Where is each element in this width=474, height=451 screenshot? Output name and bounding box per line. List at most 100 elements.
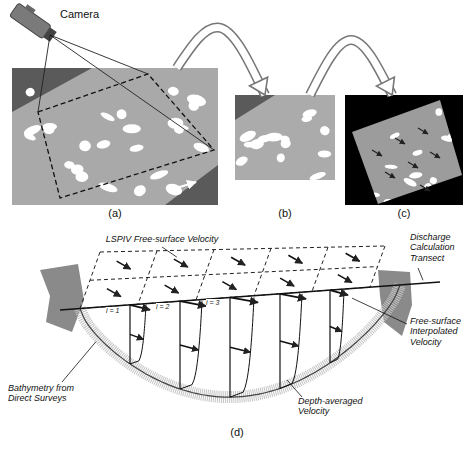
tracer-blob — [22, 123, 42, 138]
graphic-part — [370, 246, 385, 287]
figure-panel: (b) — [235, 95, 335, 180]
orthorectified-image — [345, 95, 463, 208]
graphic-part — [230, 347, 250, 352]
callout-label: Depth-averaged Velocity — [298, 396, 378, 417]
tracer-blob — [265, 132, 283, 141]
graphic-part — [418, 128, 428, 134]
tracer-blob — [99, 111, 115, 123]
tracer-blob — [368, 192, 380, 197]
graphic-part — [130, 334, 144, 339]
graphic-part — [420, 185, 430, 191]
graphic-part — [80, 252, 100, 309]
process-arrow — [310, 40, 394, 95]
graphic-part — [346, 253, 360, 261]
graphic-part — [40, 264, 84, 332]
graphic-part — [43, 27, 56, 41]
graphic-part — [165, 165, 218, 205]
graphic-part — [80, 285, 400, 397]
graphic-part — [50, 35, 148, 74]
tracer-blob — [149, 168, 170, 181]
graphic-part — [100, 246, 385, 252]
panel-letter: (c) — [345, 207, 463, 220]
graphic-part — [180, 301, 202, 389]
tracer-blob — [301, 115, 313, 123]
tracer-blob — [43, 125, 54, 134]
graphic-part — [230, 297, 258, 302]
graphic-part — [338, 275, 352, 283]
tracer-blob — [309, 170, 327, 180]
tracer-blob — [188, 99, 200, 112]
tracer-blob — [97, 181, 118, 195]
tracer-blob — [25, 87, 36, 97]
graphic-part — [312, 247, 328, 291]
tracer-blobs — [235, 108, 331, 180]
tracer-blob — [429, 176, 438, 185]
device-label: Camera — [60, 8, 120, 21]
figure-panel: (d) — [30, 235, 444, 420]
graphic-part — [235, 95, 335, 180]
graphic-part — [385, 172, 395, 178]
tracer-blob — [409, 171, 423, 179]
callout-label: Bathymetry from Direct Surveys — [8, 383, 88, 404]
graphic-part — [170, 182, 196, 190]
graphic-part — [165, 285, 179, 293]
graphic-part — [138, 251, 157, 304]
camera-photo — [12, 68, 218, 205]
tracer-blob — [115, 108, 128, 121]
panel-letter: (a) — [12, 207, 218, 220]
graphic-part — [80, 285, 400, 397]
index-label: i = 3 — [206, 299, 228, 307]
graphic-part — [174, 259, 188, 267]
graphic-part — [80, 246, 385, 309]
graphic-part — [90, 267, 378, 281]
tracer-blob — [412, 149, 423, 157]
graphic-part — [196, 250, 214, 300]
graphic-part — [9, 3, 51, 39]
graphic-part — [430, 152, 440, 158]
graphic-part — [162, 247, 177, 257]
tracer-blob — [192, 141, 210, 155]
graphic-part — [38, 74, 214, 198]
tracer-blob — [167, 86, 180, 97]
tracer-blob — [276, 152, 286, 163]
tracer-blob — [402, 176, 417, 188]
figure-panel: (a) — [12, 68, 218, 205]
tracer-blob — [384, 164, 397, 169]
graphic-part — [62, 342, 96, 382]
graphic-part — [352, 100, 462, 204]
graphic-part — [288, 255, 302, 263]
graphic-part — [287, 380, 302, 397]
graphic-part — [280, 278, 294, 286]
tracer-blob — [123, 124, 141, 133]
tracer-blob — [440, 135, 454, 143]
tracer-blob — [79, 140, 91, 152]
graphic-part — [330, 326, 342, 331]
tracer-blob — [350, 99, 361, 103]
tracer-blob — [235, 154, 249, 167]
arrow-head — [377, 77, 395, 95]
tracer-blob — [319, 125, 331, 137]
arrow-head — [250, 77, 268, 95]
graphic-part — [180, 345, 199, 350]
graphic-part — [345, 95, 463, 205]
graphic-part — [180, 301, 206, 306]
tracer-blob — [132, 183, 148, 198]
leader-lines — [62, 247, 423, 397]
graphic-part — [408, 162, 418, 168]
graphic-part — [231, 257, 245, 265]
graphic-part — [12, 68, 92, 112]
index-label: i = 1 — [106, 307, 128, 315]
tracer-blobs — [22, 86, 210, 198]
tracer-blob — [238, 128, 258, 144]
figure-panel: (c) — [345, 95, 463, 205]
graphic-part — [107, 289, 121, 297]
graphic-part — [352, 298, 407, 324]
tracer-blob — [440, 180, 453, 188]
graphic-part — [280, 341, 299, 346]
process-arrow — [177, 27, 268, 95]
graphic-part — [130, 305, 146, 364]
graphic-part — [280, 294, 302, 389]
